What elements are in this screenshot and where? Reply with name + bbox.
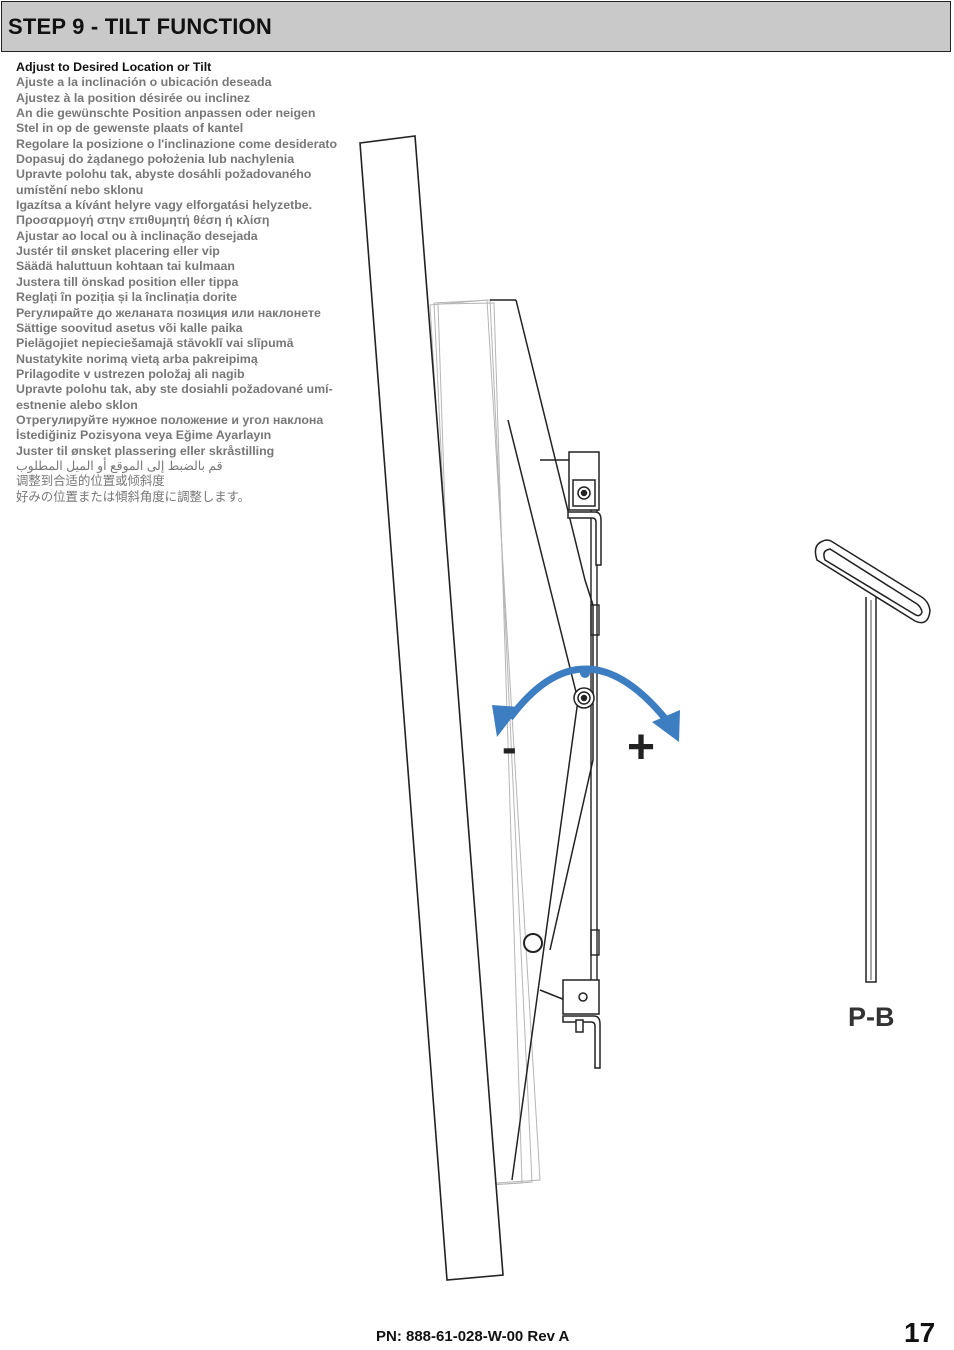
lower-hook-bracket — [562, 979, 601, 1069]
instruction-line-slovak-2: estnenie alebo sklon — [16, 397, 138, 412]
instruction-line-arabic: قم بالضبط إلى الموقع أو الميل المطلوب — [16, 458, 223, 473]
instruction-line-chinese: 调整到合适的位置或倾斜度 — [16, 474, 165, 489]
tilt-minus-sign: - — [502, 723, 517, 772]
instruction-line-dutch: Stel in op de gewenste plaats of kantel — [16, 121, 244, 136]
instruction-line-danish: Justér til ønsket placering eller vip — [16, 244, 220, 259]
instruction-line-turkish: İstediğiniz Pozisyona veya Eğime Ayarlay… — [16, 428, 272, 443]
instruction-line-finnish: Säädä haluttuun kohtaan tai kulmaan — [16, 259, 235, 274]
instruction-line-estonian: Sättige soovitud asetus või kalle paika — [16, 320, 243, 335]
instruction-line-polish: Dopasuj do żądanego położenia lub nachyl… — [16, 152, 295, 167]
pivot-knob — [573, 687, 595, 709]
instruction-line-bulgarian: Регулирайте до желаната позиция или накл… — [16, 305, 321, 320]
instruction-line-latvian: Pielāgojiet nepieciešamajā stāvoklī vai … — [16, 336, 294, 351]
instruction-line-swedish: Justera till önskad position eller tippa — [16, 274, 239, 289]
step-title: STEP 9 - TILT FUNCTION — [8, 14, 272, 39]
instruction-line-czech-2: umístění nebo sklonu — [16, 182, 144, 197]
instruction-line-russian: Отрегулируйте нужное положение и угол на… — [16, 412, 324, 427]
instruction-line-norwegian: Juster til ønsket plassering eller skrås… — [16, 443, 275, 458]
tv-panel — [359, 135, 504, 1281]
instruction-line-czech-1: Upravte polohu tak, abyste dosáhli požad… — [16, 167, 312, 182]
instruction-line-italian: Regolare la posizione o l'inclinazione c… — [16, 136, 338, 151]
tilt-plus-sign: + — [627, 721, 656, 774]
instruction-line-hungarian: Igazítsa a kívánt helyre vagy elforgatás… — [16, 198, 313, 213]
instruction-line-lithuanian: Nustatykite norimą vietą arba pakreipimą — [16, 351, 258, 366]
instruction-line-english: Adjust to Desired Location or Tilt — [16, 60, 212, 74]
instruction-line-german: An die gewünschte Position anpassen oder… — [16, 106, 316, 121]
instruction-line-slovenian: Prilagodite v ustrezen položaj ali nagib — [16, 366, 245, 381]
instruction-line-spanish: Ajuste a la inclinación o ubicación dese… — [16, 75, 272, 90]
allen-wrench-icon — [814, 539, 931, 983]
adjuster-hole-icon — [523, 933, 543, 953]
upper-hook-bracket — [567, 451, 602, 566]
instruction-line-japanese: 好みの位置または傾斜角度に調整します。 — [16, 489, 251, 504]
instruction-line-greek: Προσαρμογή στην επιθυμητή θέση ή κλίση — [16, 213, 270, 228]
instruction-line-french: Ajustez à la position désirée ou incline… — [16, 90, 251, 105]
page-number: 17 — [904, 1317, 936, 1348]
instruction-line-romanian: Reglați în poziția și la înclinația dori… — [16, 290, 238, 305]
part-number: PN: 888-61-028-W-00 Rev A — [376, 1328, 570, 1345]
tilt-arrow-icon — [492, 665, 680, 742]
multilingual-instructions: Adjust to Desired Location or Tilt Ajust… — [16, 60, 356, 505]
instruction-line-slovak-1: Upravte polohu tak, aby ste dosiahli pož… — [16, 382, 333, 397]
tool-label: P-B — [848, 1002, 895, 1032]
step-header: STEP 9 - TILT FUNCTION — [1, 1, 951, 52]
instruction-line-portuguese: Ajustar ao local ou à inclinação desejad… — [16, 228, 258, 243]
